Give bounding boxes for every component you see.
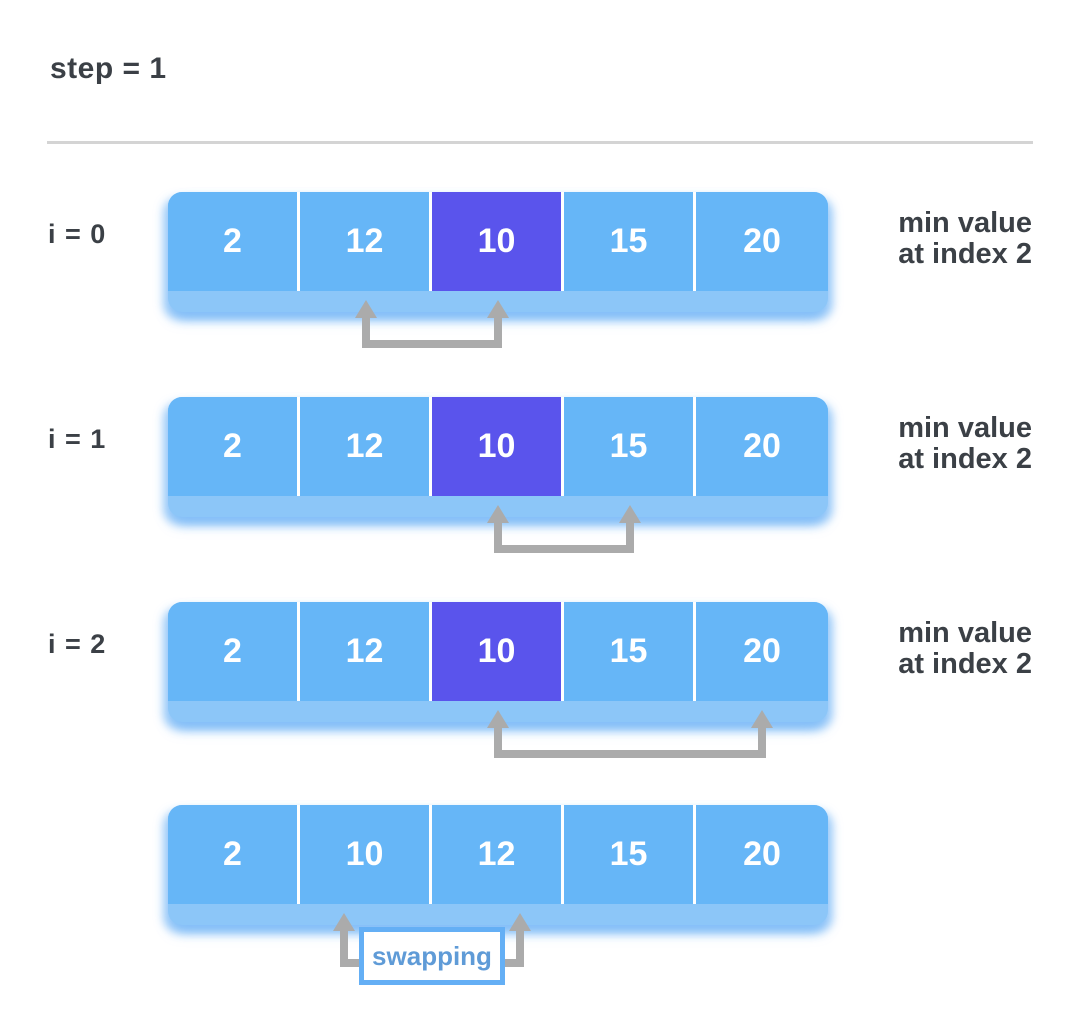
array-cell: 20 <box>696 602 828 701</box>
array-cell: 10 <box>432 192 564 291</box>
array-cell: 2 <box>168 805 300 904</box>
min-value-note: min value at index 2 <box>898 208 1032 270</box>
compare-arrow <box>494 521 634 553</box>
sort-row-1: i = 1 2 12 10 15 20 min value at index 2 <box>0 397 1080 605</box>
array-cell: 12 <box>300 397 432 496</box>
min-value-note: min value at index 2 <box>898 413 1032 475</box>
array-cell: 15 <box>564 397 696 496</box>
arrow-up-head <box>333 913 355 931</box>
array-cell: 2 <box>168 192 300 291</box>
array-cell: 10 <box>432 602 564 701</box>
note-line: min value <box>898 412 1032 444</box>
array-cell: 20 <box>696 192 828 291</box>
arrow-up-head <box>487 505 509 523</box>
note-line: at index 2 <box>898 648 1032 680</box>
sort-row-3: 2 10 12 15 20 swapping <box>0 805 1080 1036</box>
divider-line <box>47 141 1033 144</box>
step-title: step = 1 <box>50 52 167 85</box>
row-label: i = 2 <box>48 629 107 659</box>
arrow-up-head <box>487 300 509 318</box>
swap-connector-left <box>340 931 364 967</box>
sort-row-0: i = 0 2 12 10 15 20 min value at index 2 <box>0 192 1080 400</box>
array-cell: 12 <box>432 805 564 904</box>
array-row: 2 12 10 15 20 <box>168 602 828 722</box>
array-cell: 10 <box>300 805 432 904</box>
swapping-box: swapping <box>359 927 505 985</box>
arrow-up-head <box>487 710 509 728</box>
compare-arrow <box>362 316 502 348</box>
note-line: min value <box>898 207 1032 239</box>
row-label: i = 1 <box>48 424 107 454</box>
row-label: i = 0 <box>48 219 107 249</box>
array-cell: 12 <box>300 192 432 291</box>
note-line: at index 2 <box>898 238 1032 270</box>
note-line: min value <box>898 617 1032 649</box>
array-cell: 10 <box>432 397 564 496</box>
array-cell: 15 <box>564 805 696 904</box>
arrow-up-head <box>355 300 377 318</box>
array-row: 2 12 10 15 20 <box>168 397 828 517</box>
arrow-up-head <box>619 505 641 523</box>
array-cell: 15 <box>564 192 696 291</box>
array-row: 2 12 10 15 20 <box>168 192 828 312</box>
arrow-up-head <box>751 710 773 728</box>
array-cell: 2 <box>168 602 300 701</box>
min-value-note: min value at index 2 <box>898 618 1032 680</box>
array-cell: 12 <box>300 602 432 701</box>
note-line: at index 2 <box>898 443 1032 475</box>
arrow-up-head <box>509 913 531 931</box>
array-cell: 20 <box>696 805 828 904</box>
compare-arrow <box>494 726 766 758</box>
array-row: 2 10 12 15 20 <box>168 805 828 925</box>
array-cell: 15 <box>564 602 696 701</box>
array-cell: 20 <box>696 397 828 496</box>
swap-connector-right <box>500 931 524 967</box>
array-cell: 2 <box>168 397 300 496</box>
sort-row-2: i = 2 2 12 10 15 20 min value at index 2 <box>0 602 1080 810</box>
